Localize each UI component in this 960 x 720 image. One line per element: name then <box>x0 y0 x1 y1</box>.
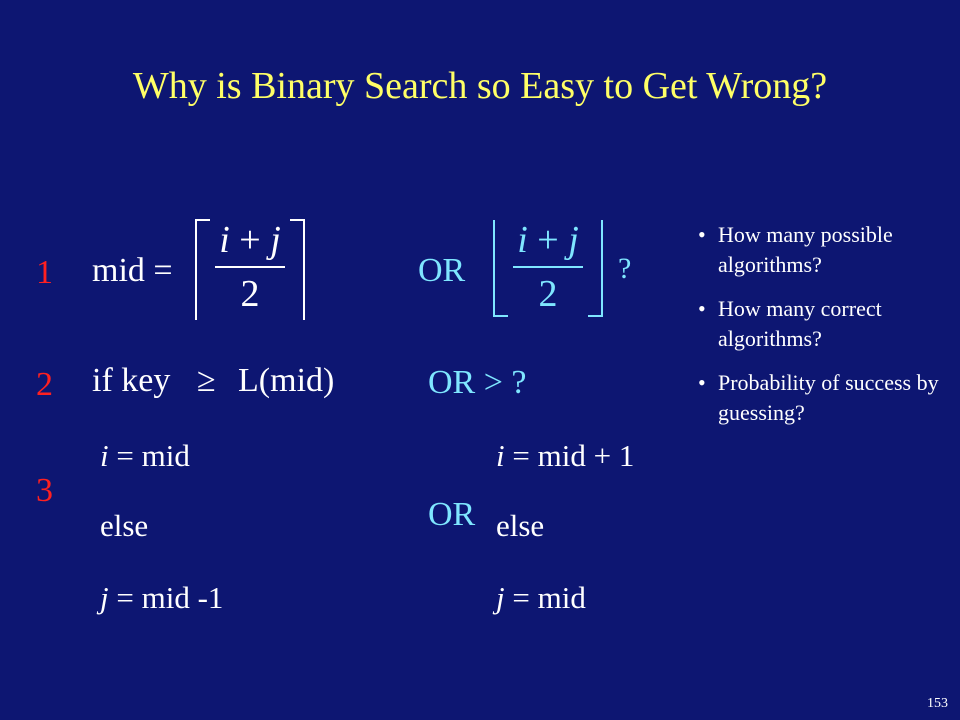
ceil-denominator: 2 <box>240 273 260 315</box>
ceil-bracket-left <box>195 219 210 320</box>
bullet-possible-algorithms: How many possible algorithms? <box>698 220 948 280</box>
condition-rhs: L(mid) <box>238 362 335 399</box>
assign-i-mid: i = mid <box>100 438 190 473</box>
floor-numerator: i + j <box>517 219 579 261</box>
floor-bracket-left <box>493 220 508 317</box>
question-bullets: How many possible algorithms? How many c… <box>698 220 948 442</box>
ceil-numerator: i + j <box>219 219 281 261</box>
condition-alternative: OR > ? <box>428 364 527 401</box>
assign-i-mid-plus-1: i = mid + 1 <box>496 438 635 473</box>
ceil-bracket-right <box>290 219 305 320</box>
condition-if-key: if key <box>92 362 171 399</box>
step-number-2: 2 <box>36 366 53 403</box>
step-number-1: 1 <box>36 254 53 291</box>
condition-operator: ≥ <box>196 362 216 399</box>
or-label-branch: OR <box>428 496 476 533</box>
page-number: 153 <box>927 696 948 711</box>
mid-label: mid = <box>92 252 173 290</box>
equals-sign: = <box>153 252 173 289</box>
floor-fraction: i + j 2 <box>512 218 584 316</box>
else-left: else <box>100 508 149 543</box>
floor-bracket-right <box>588 220 603 317</box>
ceil-fraction-bar <box>215 266 285 268</box>
slide-title: Why is Binary Search so Easy to Get Wron… <box>132 65 828 107</box>
condition-line: if key ≥ L(mid) <box>92 362 334 400</box>
bullet-correct-algorithms: How many correct algorithms? <box>698 294 948 354</box>
or-label-floor: OR <box>418 252 466 289</box>
bullet-probability-success: Probability of success by guessing? <box>698 368 948 428</box>
mid-lhs: mid <box>92 252 145 289</box>
floor-fraction-bar <box>513 266 583 268</box>
ceil-fraction: i + j 2 <box>214 218 286 316</box>
step-number-3: 3 <box>36 472 53 509</box>
assign-j-mid-minus-1: j = mid -1 <box>100 580 224 615</box>
assign-j-mid: j = mid <box>496 580 586 615</box>
else-right: else <box>496 508 545 543</box>
question-mark: ? <box>618 252 632 285</box>
floor-denominator: 2 <box>538 273 558 315</box>
